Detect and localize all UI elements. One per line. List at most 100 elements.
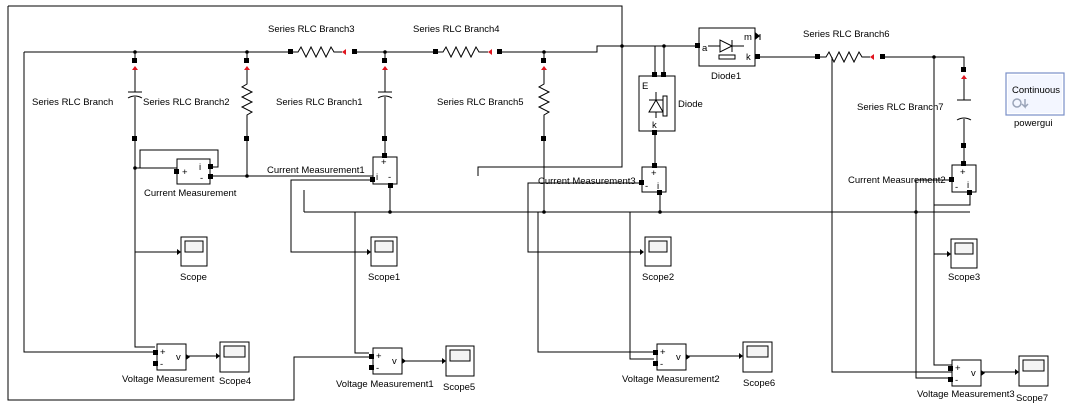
svg-text:v: v [392,356,397,367]
svg-text:-: - [955,375,958,386]
wire-left-outer [23,52,153,353]
svg-text:i: i [967,180,969,191]
wire-mid-bus-vm3 [915,212,953,379]
rlc-branch[interactable]: Series RLC Branch [32,58,143,141]
svg-text:+: + [955,363,961,374]
rlc-branch6-label: Series RLC Branch6 [803,29,890,40]
voltage-measurement3[interactable]: + - v Voltage Measurement3 [917,359,1015,400]
powergui-icon [1012,98,1029,109]
wire-top-right2 [884,56,965,68]
voltage-measurement2[interactable]: + - v Voltage Measurement2 [622,343,720,385]
wire-rlc-bottom [134,130,178,169]
svg-text:+: + [376,351,382,362]
rlc-branch2[interactable]: Series RLC Branch2 [143,58,254,141]
scope2-label: Scope2 [642,272,674,283]
diode-label: Diode [678,99,703,110]
svg-text:-: - [645,181,648,192]
svg-text:E: E [642,81,648,92]
vm2-label: Voltage Measurement2 [622,374,720,385]
current-measurement3[interactable]: + - i Current Measurement3 [538,163,667,195]
wire-rlc-to-vm [134,168,155,348]
svg-text:+: + [160,347,166,358]
voltage-measurement[interactable]: + - v Voltage Measurement [122,343,215,385]
powergui-block[interactable]: Continuous powergui [1005,72,1065,129]
rlc-branch-label: Series RLC Branch [32,97,113,108]
wire-rlc-to-scope [134,168,178,253]
svg-text:v: v [676,352,681,363]
wire-left-outer2 [7,6,369,401]
wire-rlc5-vm2 [537,212,654,353]
scope[interactable]: Scope [177,236,208,283]
scope1-label: Scope1 [368,272,400,283]
wire-diode-top [654,46,665,74]
junctions [133,44,936,214]
svg-text:-: - [955,182,958,193]
svg-text:i: i [199,162,201,173]
scope3[interactable]: Scope3 [947,238,980,283]
svg-text:+: + [960,167,966,178]
current-measurement1[interactable]: + i - Current Measurement1 [267,153,398,188]
wire-top-bus-mid2 [500,45,697,53]
powergui-label: powergui [1014,118,1053,129]
wire-cm1-out-scope1 [290,179,374,253]
current-measurement2[interactable]: + - i Current Measurement2 [848,161,977,195]
scope7[interactable]: Scope7 [1015,355,1049,404]
cm3-label: Current Measurement3 [538,176,636,187]
svg-text:-: - [376,363,379,374]
wire-cm1-vm1 [355,212,369,357]
scope1[interactable]: Scope1 [367,236,400,283]
wire-right-vm3b [831,57,953,373]
svg-text:k: k [652,120,657,131]
wire-left-outer3 [8,5,623,46]
rlc-branch5[interactable]: Series RLC Branch5 [437,58,551,141]
scope4-label: Scope4 [219,376,251,387]
svg-text:-: - [160,359,163,370]
wires [7,5,1016,401]
scope3-label: Scope3 [948,272,980,283]
rlc-branch4[interactable]: Series RLC Branch4 [413,24,502,59]
scope5[interactable]: Scope5 [442,345,475,393]
svg-text:m: m [744,32,752,43]
svg-text:+: + [182,167,188,178]
svg-text:+: + [651,168,657,179]
svg-text:-: - [200,173,203,184]
wire-rlc2-bottom [206,130,248,177]
scope4[interactable]: Scope4 [216,341,251,387]
rlc-branch7-label: Series RLC Branch7 [857,102,944,113]
wire-right-vm3 [933,57,953,366]
cm1-label: Current Measurement1 [267,165,365,176]
diode-block[interactable]: E k Diode [638,72,703,135]
scope6-label: Scope6 [743,378,775,389]
cm-label: Current Measurement [144,188,237,199]
svg-text:k: k [746,52,751,63]
scope6[interactable]: Scope6 [739,341,775,389]
diode1-block[interactable]: a m k Diode1 [695,27,760,82]
rlc-branch6[interactable]: Series RLC Branch6 [803,29,890,64]
svg-text:+: + [660,347,666,358]
svg-text:-: - [388,172,391,183]
svg-text:a: a [702,43,708,54]
rlc-branch1-label: Series RLC Branch1 [276,97,363,108]
wire-cm-loop [139,149,219,168]
voltage-measurement1[interactable]: + - v Voltage Measurement1 [336,347,434,390]
rlc-branch2-label: Series RLC Branch2 [143,97,230,108]
wire-diode-cm3 [477,46,623,176]
svg-text:-: - [660,359,663,370]
svg-text:v: v [176,352,181,363]
wire-cm2-out [915,179,952,212]
vm3-label: Voltage Measurement3 [917,389,1015,400]
vm-label: Voltage Measurement [122,374,215,385]
svg-text:v: v [971,368,976,379]
rlc-branch3[interactable]: Series RLC Branch3 [268,24,357,59]
rlc-branch7[interactable]: Series RLC Branch7 [857,67,972,148]
wire-cm3-vm2 [629,212,654,360]
rlc-branch5-label: Series RLC Branch5 [437,97,524,108]
current-measurement[interactable]: + i - Current Measurement [144,158,237,199]
scope2[interactable]: Scope2 [640,236,674,283]
cm2-label: Current Measurement2 [848,175,946,186]
rlc-branch1[interactable]: Series RLC Branch1 [276,58,393,141]
rlc-branch4-label: Series RLC Branch4 [413,24,500,35]
powergui-mode: Continuous [1012,85,1060,96]
scope7-label: Scope7 [1016,393,1048,404]
